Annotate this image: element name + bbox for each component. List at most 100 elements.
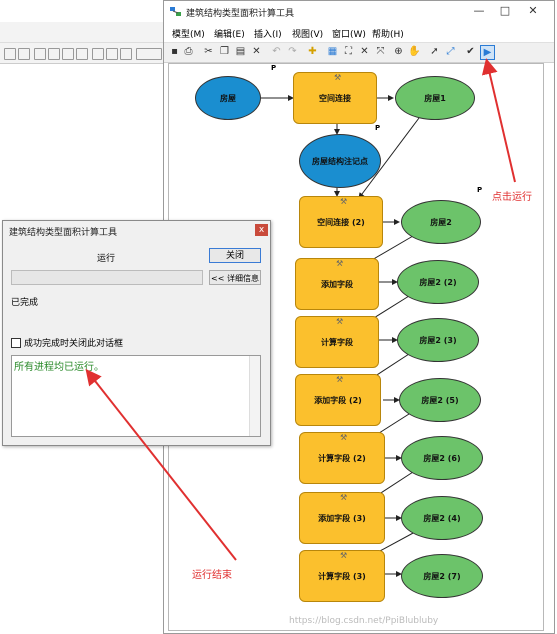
menu-insert[interactable]: 插入(I) bbox=[254, 30, 282, 40]
background-toolbar bbox=[0, 43, 165, 64]
select-icon[interactable] bbox=[62, 48, 74, 60]
output-data-node[interactable]: 房屋2 (5) bbox=[399, 378, 481, 422]
output-data-node[interactable]: 房屋2 (2) bbox=[397, 260, 479, 304]
zoom-out-fixed-icon[interactable]: ⤧ bbox=[376, 46, 385, 57]
sketch-icon[interactable] bbox=[34, 48, 46, 60]
annotation-run-end: 运行结束 bbox=[192, 570, 232, 581]
menu-window[interactable]: 窗口(W) bbox=[332, 30, 366, 40]
pencil-icon[interactable] bbox=[4, 48, 16, 60]
zoom-in-icon[interactable]: ⊕ bbox=[394, 46, 403, 57]
redo-icon[interactable]: ↷ bbox=[288, 46, 297, 57]
hammer-icon: ⚒ bbox=[340, 197, 348, 206]
connect-icon[interactable]: ⤢ bbox=[446, 46, 455, 57]
scrollbar[interactable] bbox=[249, 356, 260, 436]
tool-node[interactable]: ⚒ 空间连接 bbox=[293, 72, 377, 124]
print-icon[interactable]: ⎙ bbox=[184, 46, 193, 57]
output-data-node[interactable]: 房屋2 (3) bbox=[397, 318, 479, 362]
checkbox-box[interactable] bbox=[11, 337, 21, 348]
close-button[interactable]: 关闭 bbox=[209, 248, 261, 263]
message-log[interactable]: 所有进程均已运行。 bbox=[11, 355, 261, 437]
output-data-node[interactable]: 房屋1 bbox=[395, 76, 475, 120]
background-toolbar-top bbox=[0, 22, 165, 43]
refresh-icon[interactable] bbox=[120, 48, 132, 60]
tool-node[interactable]: ⚒ 计算字段 bbox=[295, 316, 379, 368]
hammer-icon: ⚒ bbox=[336, 375, 344, 384]
parameter-data-node[interactable]: 房屋结构注记点 bbox=[299, 134, 381, 188]
table-icon[interactable] bbox=[92, 48, 104, 60]
tool-node[interactable]: ⚒计算字段 (2) bbox=[299, 432, 385, 484]
arrow-to-log bbox=[85, 368, 237, 561]
completion-text: 已完成 bbox=[11, 298, 39, 308]
scissors-icon[interactable] bbox=[76, 48, 88, 60]
output-data-node[interactable]: 房屋2 (7) bbox=[401, 554, 483, 598]
output-data-node[interactable]: 房屋2 (4) bbox=[401, 496, 483, 540]
menu-model[interactable]: 模型(M) bbox=[172, 30, 205, 40]
tool-node[interactable]: ⚒ 空间连接 (2) bbox=[299, 196, 383, 248]
output-data-node[interactable]: 房屋2 (6) bbox=[401, 436, 483, 480]
list-icon[interactable] bbox=[136, 48, 162, 60]
save-icon[interactable]: ▪ bbox=[171, 46, 178, 57]
add-data-icon[interactable]: ✚ bbox=[308, 46, 317, 57]
parameter-marker: P bbox=[375, 124, 381, 132]
hammer-icon: ⚒ bbox=[334, 73, 342, 82]
shape-icon[interactable] bbox=[48, 48, 60, 60]
menu-help[interactable]: 帮助(H) bbox=[372, 30, 404, 40]
node-label: 房屋2 (3) bbox=[419, 335, 457, 345]
menu-view[interactable]: 视图(V) bbox=[292, 30, 324, 40]
hammer-icon: ⚒ bbox=[340, 551, 348, 560]
paste-icon[interactable]: ▤ bbox=[235, 46, 246, 57]
model-builder-window: 建筑结构类型面积计算工具 — □ ✕ 模型(M) 编辑(E) 插入(I) 视图(… bbox=[163, 0, 555, 634]
node-label: 房屋2 (2) bbox=[419, 277, 457, 287]
parameter-marker: P bbox=[477, 186, 483, 194]
details-button[interactable]: << 详细信息 bbox=[209, 270, 261, 285]
delete-icon[interactable]: ✕ bbox=[252, 46, 261, 57]
checkbox-label: 成功完成时关闭此对话框 bbox=[24, 339, 124, 349]
watermark: https://blog.csdn.net/PpiBlubluby bbox=[289, 616, 439, 626]
node-label: 添加字段 (3) bbox=[318, 513, 366, 523]
menu-edit[interactable]: 编辑(E) bbox=[214, 30, 245, 40]
title-bar: 建筑结构类型面积计算工具 — □ ✕ bbox=[164, 1, 554, 23]
node-label: 添加字段 bbox=[321, 279, 353, 289]
undo-icon[interactable]: ↶ bbox=[272, 46, 281, 57]
hammer-icon: ⚒ bbox=[340, 493, 348, 502]
input-data-node[interactable]: 房屋 bbox=[195, 76, 261, 120]
node-label: 房屋2 (4) bbox=[423, 513, 461, 523]
validate-icon[interactable]: ✔ bbox=[466, 46, 475, 57]
output-data-node[interactable]: 房屋2 bbox=[401, 200, 481, 244]
close-button[interactable]: ✕ bbox=[528, 4, 538, 17]
copy-icon[interactable]: ❐ bbox=[220, 46, 229, 57]
tool-node[interactable]: ⚒ 计算字段 (3) bbox=[299, 550, 385, 602]
node-label: 房屋结构注记点 bbox=[312, 156, 368, 166]
node-label: 空间连接 bbox=[319, 93, 351, 103]
tool-node[interactable]: ⚒添加字段 bbox=[295, 258, 379, 310]
cut-icon[interactable]: ✂ bbox=[204, 46, 213, 57]
annotation-click-run: 点击运行 bbox=[492, 192, 532, 203]
arrow-to-run bbox=[481, 58, 516, 183]
dialog-close-icon[interactable]: x bbox=[255, 224, 268, 236]
window-title: 建筑结构类型面积计算工具 bbox=[186, 9, 295, 19]
minimize-button[interactable]: — bbox=[473, 4, 485, 17]
toolbar: ▪ ⎙ ✂ ❐ ▤ ✕ ↶ ↷ ✚ ▦ ⛶ ✕ ⤧ ⊕ ✋ ➚ ⤢ ✔ ▶ bbox=[164, 42, 554, 63]
hammer-icon: ⚒ bbox=[336, 317, 344, 326]
auto-layout-icon[interactable]: ▦ bbox=[327, 46, 338, 57]
zoom-fixed-icon[interactable]: ✕ bbox=[360, 46, 369, 57]
tool-node[interactable]: ⚒ 添加字段 (2) bbox=[295, 374, 381, 426]
node-label: 空间连接 (2) bbox=[317, 217, 365, 227]
parameter-marker: P bbox=[271, 64, 277, 72]
progress-dialog: 建筑结构类型面积计算工具 x 运行 关闭 << 详细信息 已完成 成功完成时关闭… bbox=[2, 220, 271, 446]
node-label: 添加字段 (2) bbox=[314, 395, 362, 405]
grid-icon[interactable] bbox=[18, 48, 30, 60]
maximize-button[interactable]: □ bbox=[499, 4, 511, 17]
node-label: 计算字段 (3) bbox=[318, 571, 366, 581]
close-on-success-checkbox[interactable]: 成功完成时关闭此对话框 bbox=[11, 336, 123, 349]
tools-icon[interactable] bbox=[106, 48, 118, 60]
full-extent-icon[interactable]: ⛶ bbox=[345, 46, 352, 57]
tool-node[interactable]: ⚒ 添加字段 (3) bbox=[299, 492, 385, 544]
select-icon[interactable]: ➚ bbox=[430, 46, 439, 57]
node-label: 房屋2 (5) bbox=[421, 395, 459, 405]
pan-icon[interactable]: ✋ bbox=[408, 46, 421, 57]
node-label: 计算字段 bbox=[321, 337, 353, 347]
dialog-title: 建筑结构类型面积计算工具 bbox=[9, 228, 118, 238]
model-icon bbox=[170, 7, 181, 16]
